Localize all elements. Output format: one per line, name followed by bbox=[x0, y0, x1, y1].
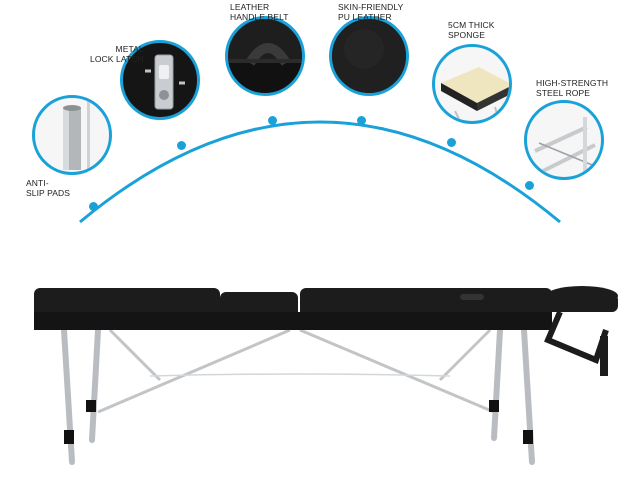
anti-slip-pads-label: ANTI- SLIP PADS bbox=[26, 178, 71, 198]
metal-lock-latch-photo bbox=[120, 40, 200, 120]
arc-dot bbox=[447, 138, 456, 147]
pu-leather-photo bbox=[329, 16, 409, 96]
sponge-image bbox=[441, 67, 509, 121]
arc-dot bbox=[525, 181, 534, 190]
metal-lock-latch-label: METAL LOCK LATCH bbox=[90, 44, 144, 64]
leather-handle-belt-photo bbox=[225, 16, 305, 96]
thick-sponge-photo bbox=[432, 44, 512, 124]
arc-dot bbox=[357, 116, 366, 125]
arc-dot bbox=[268, 116, 277, 125]
anti-slip-pad-image bbox=[63, 98, 90, 172]
arc-dot bbox=[89, 202, 98, 211]
steel-rope-label: HIGH-STRENGTH STEEL ROPE bbox=[536, 78, 609, 98]
pu-leather-image bbox=[332, 19, 406, 93]
pu-leather-label: SKIN-FRIENDLY PU LEATHER bbox=[338, 2, 404, 22]
anti-slip-pads-photo bbox=[32, 95, 112, 175]
thick-sponge-label: 5CM THICK SPONGE bbox=[448, 20, 495, 40]
arc-dot bbox=[177, 141, 186, 150]
steel-rope-image bbox=[534, 117, 598, 177]
lock-latch-image bbox=[145, 54, 185, 110]
steel-rope-photo bbox=[524, 100, 604, 180]
leather-handle-belt-label: LEATHER HANDLE BELT bbox=[230, 2, 289, 22]
